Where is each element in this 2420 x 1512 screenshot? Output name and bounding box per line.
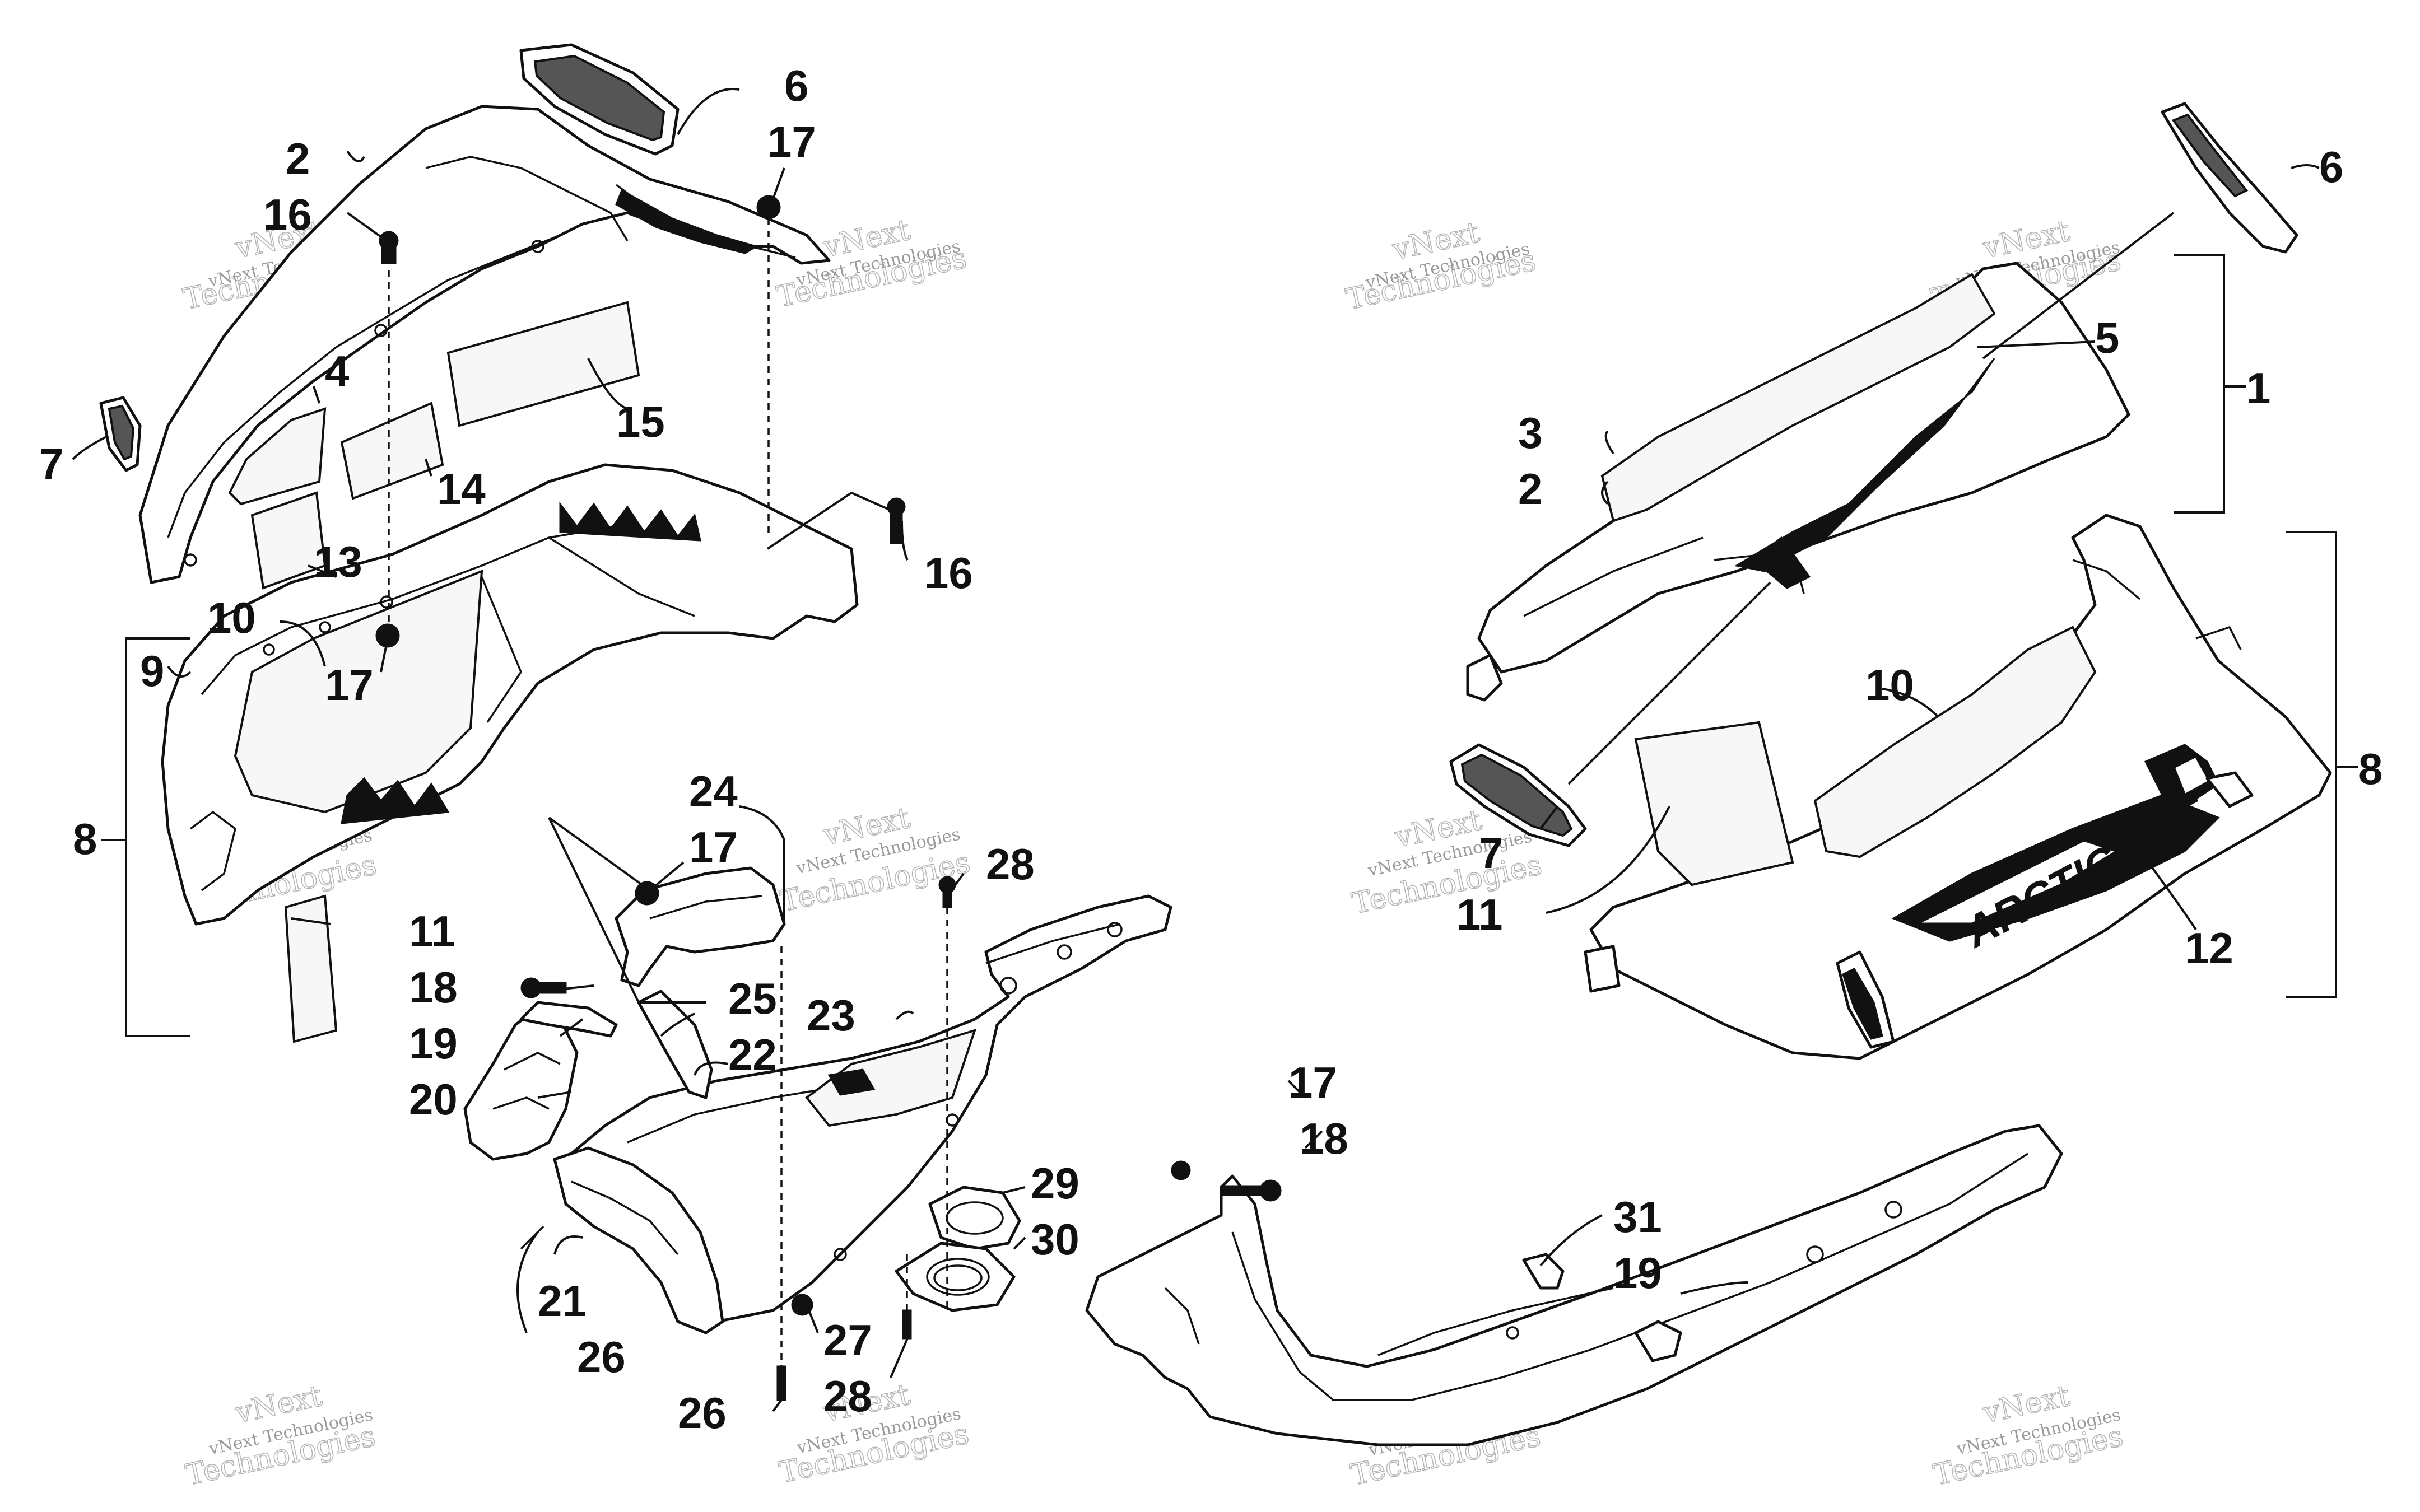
- fasteners-right: [1171, 1160, 1282, 1202]
- callout-25: 25: [728, 974, 777, 1023]
- small-vent-left: [99, 396, 142, 472]
- decal-4: [228, 407, 327, 506]
- decal-13: [250, 491, 327, 590]
- callout-17-top: 17: [767, 117, 816, 166]
- callout-11-left: 11: [409, 907, 455, 956]
- lower-shroud-19-right: [1085, 1124, 2063, 1446]
- leader-lines: [72, 88, 2320, 1412]
- upper-hood-panel: [138, 105, 831, 584]
- callout-6-left: 6: [784, 61, 808, 110]
- decal-14: [340, 402, 444, 500]
- callouts: 6 17 2 16 7 4 15 14 13 16 10 9 17 8 11 2…: [39, 61, 2382, 1438]
- callout-15: 15: [616, 397, 665, 446]
- callout-31: 31: [1613, 1192, 1662, 1242]
- callout-28-top: 28: [986, 839, 1035, 889]
- grommet-30: [895, 1242, 1016, 1312]
- callout-18-left: 18: [409, 963, 458, 1012]
- callout-14: 14: [437, 464, 486, 514]
- callout-6-right: 6: [2319, 142, 2343, 192]
- callout-21: 21: [538, 1276, 587, 1326]
- windshield-10-right: [1813, 626, 2097, 858]
- callout-30: 30: [1031, 1215, 1079, 1264]
- reflector-25: [637, 990, 713, 1099]
- callout-8-left: 8: [73, 814, 97, 864]
- callout-17-bottom: 17: [689, 823, 738, 872]
- callout-10-left: 10: [207, 593, 256, 642]
- callout-2-right: 2: [1518, 464, 1542, 514]
- callout-9: 9: [140, 646, 164, 696]
- callout-3: 3: [1518, 408, 1542, 458]
- watermark-9: vNext Technologies vNext Technologies: [182, 1379, 379, 1493]
- side-panel-20-left: [463, 1006, 579, 1161]
- callout-2-left: 2: [286, 134, 310, 183]
- watermark-3: vNext Technologies vNext Technologies: [1343, 215, 1539, 317]
- callout-22: 22: [728, 1030, 777, 1079]
- callout-28-bottom: 28: [823, 1371, 872, 1421]
- hood-base-right: ARCTIC CAT: [1584, 514, 2332, 1060]
- bracket-8-left: [125, 637, 190, 1037]
- callout-26-left: 26: [577, 1332, 626, 1382]
- callout-13: 13: [314, 537, 362, 586]
- callout-4: 4: [325, 347, 349, 396]
- callout-26-bottom: 26: [678, 1388, 727, 1438]
- callout-10-right: 10: [1865, 660, 1914, 710]
- hood-assembly-left: [161, 463, 859, 926]
- windshield-10-left: [234, 569, 483, 814]
- alignment-lines-left: [388, 218, 948, 1366]
- callout-11-right: 11: [1456, 890, 1502, 939]
- callout-19-right: 19: [1613, 1248, 1662, 1298]
- callout-1: 1: [2246, 363, 2270, 413]
- callout-16-right: 16: [924, 548, 973, 598]
- bracket-8-right: [2286, 531, 2337, 998]
- callout-16-top: 16: [263, 190, 312, 239]
- lower-shroud-21-left: [553, 1146, 724, 1334]
- decal-15: [446, 301, 640, 427]
- callout-19-left: 19: [409, 1019, 458, 1068]
- watermark-12: vNext Technologies vNext Technologies: [1930, 1379, 2126, 1493]
- callout-18-right: 18: [1300, 1114, 1348, 1163]
- hood-top-right: [1466, 262, 2130, 702]
- callout-17-right: 17: [1288, 1058, 1337, 1107]
- grommet-29: [928, 1186, 1021, 1250]
- callout-23: 23: [807, 991, 855, 1040]
- callout-7-left: 7: [39, 439, 63, 488]
- hood-vent-mesh-left: [519, 43, 680, 156]
- callout-12: 12: [2185, 923, 2233, 973]
- callout-17-mid: 17: [325, 660, 374, 710]
- scuff-plate-23: [805, 1028, 977, 1127]
- callout-24: 24: [689, 767, 738, 816]
- windshield-3-right: [1600, 273, 1996, 522]
- bracket-19-left: [519, 1001, 618, 1038]
- mesh-vent-right: [1449, 743, 1587, 847]
- callout-20: 20: [409, 1075, 458, 1124]
- callout-8-right: 8: [2358, 744, 2382, 794]
- callout-5: 5: [2095, 313, 2119, 362]
- belly-pan-22: [570, 894, 1172, 1323]
- watermark-6: vNext Technologies vNext Technologies: [777, 801, 974, 919]
- bracket-1-right: [2174, 254, 2225, 514]
- decal-11-left: [284, 894, 338, 1043]
- callout-7-right: 7: [1479, 828, 1503, 878]
- brackets: [101, 254, 2358, 1037]
- hood-vent-right: [2161, 102, 2298, 254]
- decals-left: [228, 301, 640, 590]
- clip-31: [1522, 1253, 1565, 1290]
- callout-27: 27: [823, 1315, 872, 1365]
- callout-29: 29: [1031, 1159, 1079, 1208]
- decal-11-right: [1634, 721, 1794, 886]
